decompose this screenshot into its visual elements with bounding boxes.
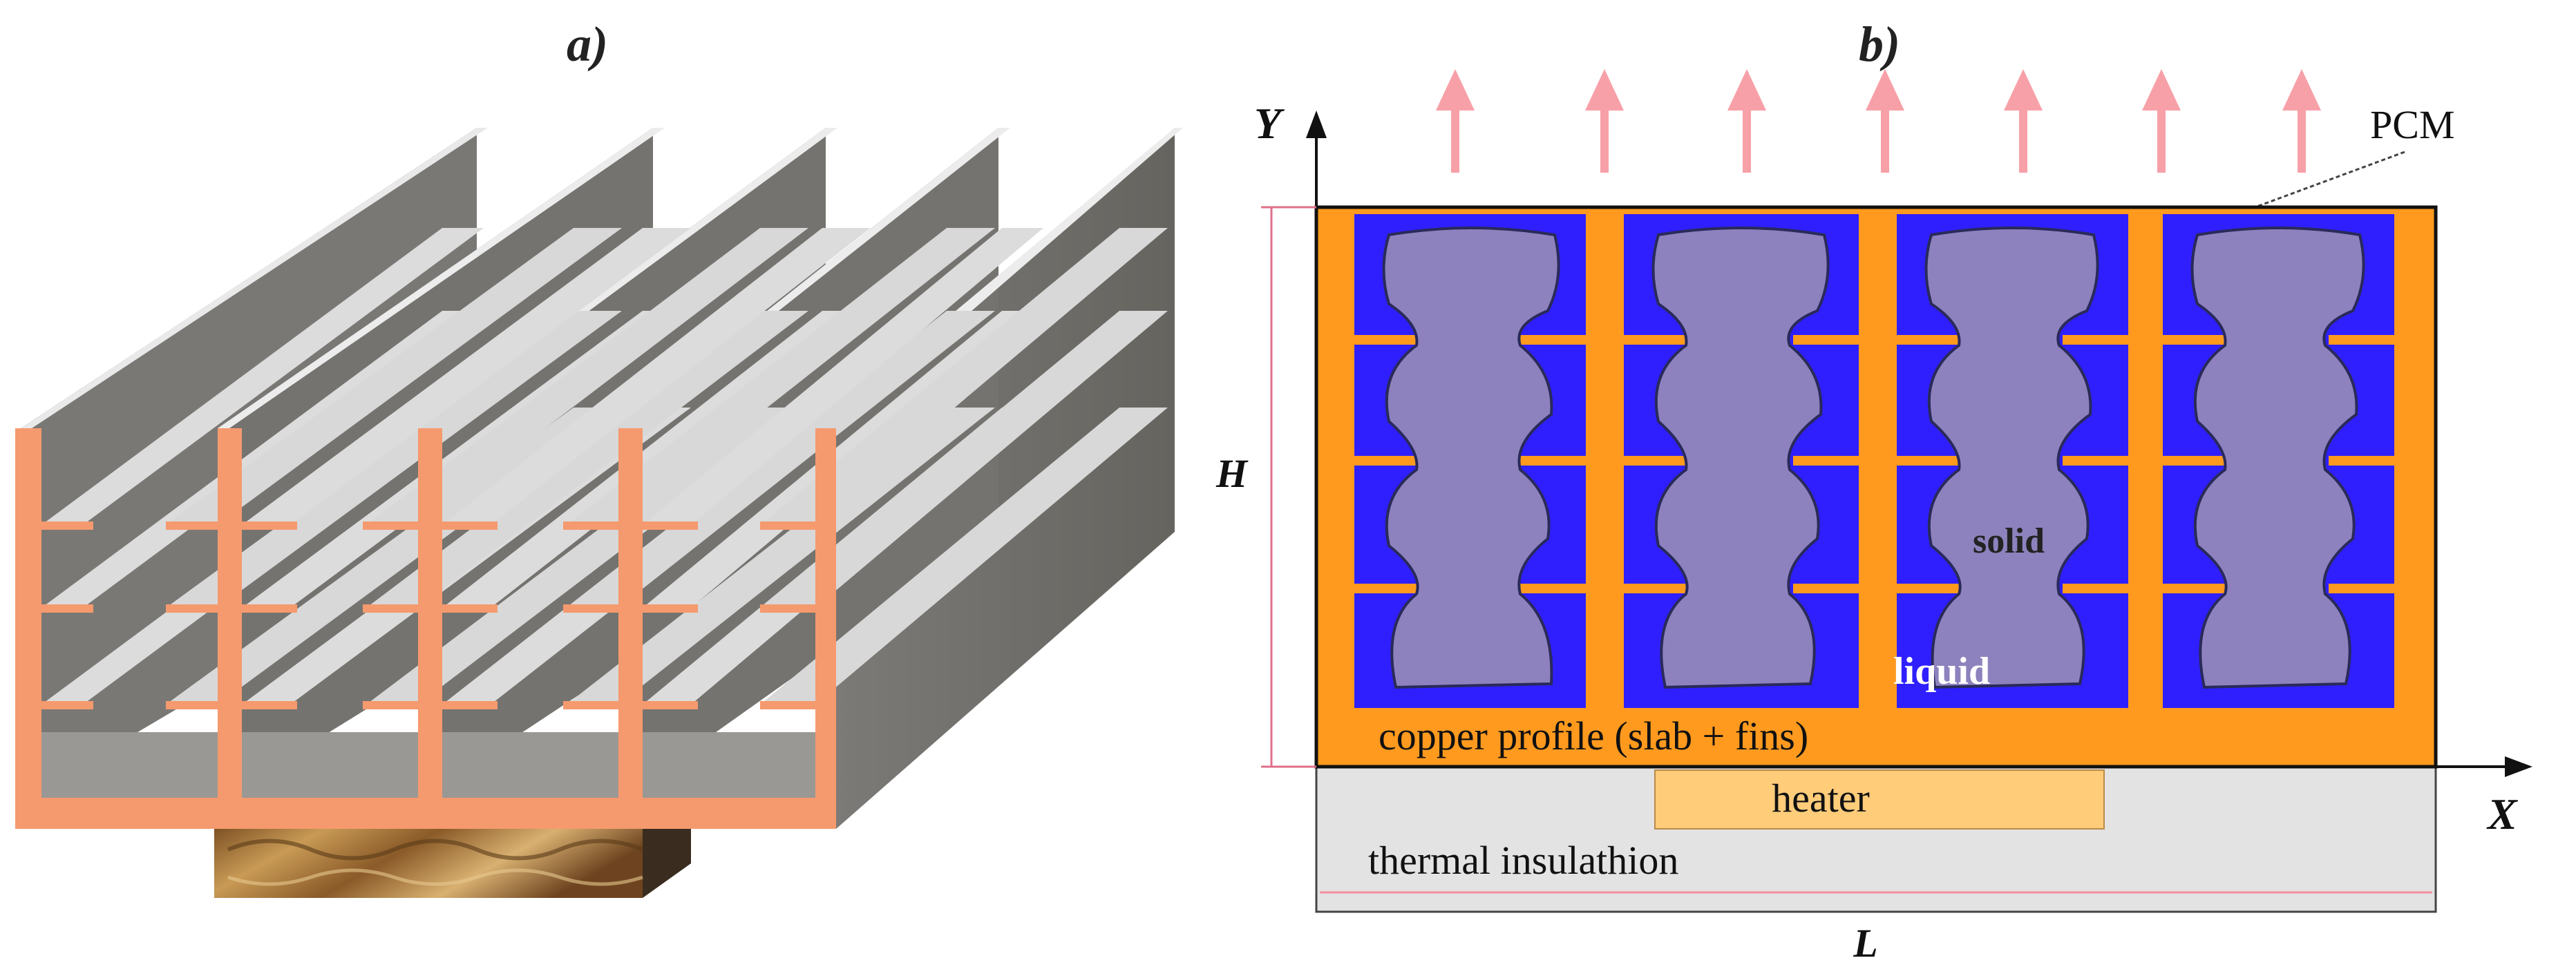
heat-flux-arrow — [1727, 69, 1766, 173]
heater-label: heater — [1772, 776, 1870, 821]
heat-flux-arrow — [1866, 69, 1904, 173]
solid-pcm-blob — [1651, 227, 1830, 689]
heat-flux-arrow — [2282, 69, 2321, 173]
heater — [1654, 769, 2105, 830]
height-dimension — [1261, 206, 1316, 768]
panel-a-label: a) — [567, 17, 608, 72]
solid-label: solid — [1973, 521, 2045, 561]
x-axis-label: X — [2486, 789, 2518, 839]
copper-front-section — [15, 428, 836, 829]
length-label: L — [1853, 921, 1877, 966]
right-side-face — [836, 128, 1175, 829]
copper-profile-label: copper profile (slab + fins) — [1379, 714, 1808, 758]
pcm-label: PCM — [2370, 102, 2455, 147]
horizontal-fins-3d — [41, 228, 1168, 705]
coordinate-axes — [1306, 111, 2532, 777]
pcm-leader-line — [2245, 151, 2405, 212]
solid-pcm-blob — [1382, 227, 1560, 689]
heat-flux-arrow — [1436, 69, 1475, 173]
heater-block-3d — [214, 787, 691, 898]
heat-flux-arrow — [1585, 69, 1624, 173]
solid-pcm-blob — [1924, 227, 2099, 689]
panel-b-cross-section: b) PCM heater thermal insulathion — [1215, 17, 2532, 966]
heat-flux-arrows — [1436, 69, 2321, 173]
height-label: H — [1215, 451, 1249, 496]
horizontal-fins-2d — [1354, 335, 2394, 593]
panel-b-label: b) — [1859, 17, 1900, 72]
x-axis-arrowhead — [2505, 756, 2532, 777]
y-axis-arrowhead — [1306, 111, 1327, 138]
insulation-label: thermal insulathion — [1368, 838, 1678, 883]
liquid-label: liquid — [1893, 650, 1990, 693]
channel-floors — [41, 732, 815, 798]
solid-pcm-blobs — [1382, 227, 2365, 689]
solid-pcm-blob — [2190, 227, 2365, 689]
y-axis-label: Y — [1254, 99, 1285, 148]
heat-flux-arrow — [2004, 69, 2043, 173]
heat-flux-arrow — [2142, 69, 2181, 173]
panel-a-heat-sink-3d: a) — [15, 17, 1183, 898]
